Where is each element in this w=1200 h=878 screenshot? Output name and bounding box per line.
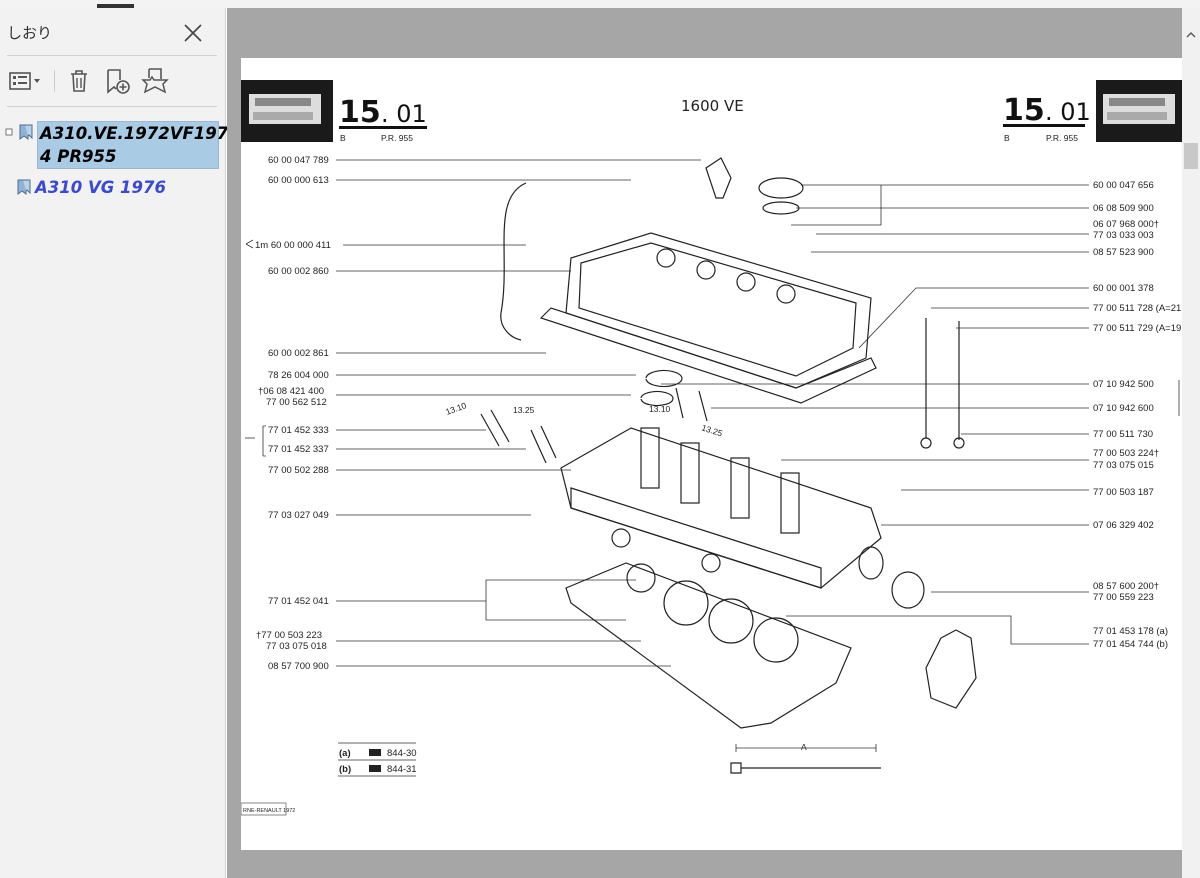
misc-parts-drawing bbox=[730, 571, 977, 774]
find-bookmark-icon[interactable] bbox=[140, 66, 170, 96]
bookmark-icon bbox=[19, 124, 33, 140]
svg-text:A: A bbox=[801, 742, 807, 752]
svg-text:77 00 559 223: 77 00 559 223 bbox=[1093, 592, 1154, 603]
section-number: 15 bbox=[1003, 93, 1045, 128]
document-title: 1600 VE bbox=[681, 97, 744, 115]
svg-text:13.10: 13.10 bbox=[444, 400, 468, 417]
svg-text:13.25: 13.25 bbox=[513, 405, 535, 415]
header-rule bbox=[339, 126, 427, 129]
svg-text:60 00 002 860: 60 00 002 860 bbox=[268, 266, 329, 277]
header-thumbnail-left bbox=[241, 80, 333, 142]
svg-text:77 01 454 744 (b): 77 01 454 744 (b) bbox=[1093, 639, 1168, 650]
bookmark-item-a310-vg[interactable]: A310 VG 1976 bbox=[16, 176, 166, 199]
list-options-icon[interactable] bbox=[6, 66, 44, 96]
parts-diagram: 15 . 01 B P.R. 955 1600 VE 15 . 01 B P.R… bbox=[240, 80, 1182, 816]
svg-text:77 01 452 337: 77 01 452 337 bbox=[268, 444, 329, 455]
left-leader-lines bbox=[245, 159, 701, 667]
svg-text:77 03 033 003: 77 03 033 003 bbox=[1093, 230, 1154, 241]
trash-icon[interactable] bbox=[64, 66, 94, 96]
svg-text:08 57 600 200†: 08 57 600 200† bbox=[1093, 581, 1159, 592]
active-tab-indicator bbox=[97, 4, 134, 8]
svg-text:08 57 700 900: 08 57 700 900 bbox=[268, 661, 329, 672]
close-icon[interactable] bbox=[180, 20, 206, 46]
divider bbox=[7, 106, 217, 107]
section-sub: . 01 bbox=[1045, 98, 1091, 126]
right-leader-lines bbox=[661, 184, 1180, 645]
svg-text:07 10 942 600: 07 10 942 600 bbox=[1093, 403, 1154, 414]
svg-text:844-30: 844-30 bbox=[387, 748, 417, 759]
ref-code: P.R. 955 bbox=[381, 133, 413, 143]
expander-icon[interactable] bbox=[4, 127, 16, 139]
bookmark-icon bbox=[17, 179, 31, 195]
valve-cover-drawing bbox=[500, 157, 877, 404]
head-gasket-drawing bbox=[565, 562, 852, 729]
svg-text:77 00 562 512: 77 00 562 512 bbox=[266, 397, 327, 408]
svg-text:07 06 329 402: 07 06 329 402 bbox=[1093, 520, 1154, 531]
left-part-numbers: 60 00 047 789 60 00 000 613 1m 60 00 000… bbox=[255, 155, 331, 672]
svg-text:77 00 511 728 (A=21: 77 00 511 728 (A=21 bbox=[1093, 303, 1181, 314]
section-sub: . 01 bbox=[381, 100, 427, 128]
svg-text:(a): (a) bbox=[339, 748, 351, 759]
section-number: 15 bbox=[339, 95, 381, 130]
svg-text:77 00 503 187: 77 00 503 187 bbox=[1093, 487, 1154, 498]
ref-code: P.R. 955 bbox=[1046, 133, 1078, 143]
svg-text:60 00 047 789: 60 00 047 789 bbox=[268, 155, 329, 166]
toolbar-divider bbox=[54, 70, 55, 92]
cylinder-head-drawing bbox=[480, 318, 965, 589]
svg-text:844-31: 844-31 bbox=[387, 764, 417, 775]
scroll-up-icon[interactable] bbox=[1186, 30, 1196, 40]
divider bbox=[7, 55, 217, 56]
header-rule bbox=[1003, 124, 1085, 127]
bookmarks-panel: しおり bbox=[0, 8, 228, 878]
svg-text:77 00 502 288: 77 00 502 288 bbox=[268, 465, 329, 476]
add-bookmark-icon[interactable] bbox=[102, 66, 132, 96]
header-thumbnail-right bbox=[1096, 80, 1182, 142]
svg-text:†77 00 503 223: †77 00 503 223 bbox=[256, 630, 322, 641]
document-viewport[interactable]: 15 . 01 B P.R. 955 1600 VE 15 . 01 B P.R… bbox=[227, 8, 1182, 878]
sheet-letter: B bbox=[1004, 133, 1010, 143]
svg-text:60 00 000 613: 60 00 000 613 bbox=[268, 175, 329, 186]
right-part-numbers: 60 00 047 656 06 08 509 900 06 07 968 00… bbox=[1093, 180, 1181, 650]
svg-text:77 03 027 049: 77 03 027 049 bbox=[268, 510, 329, 521]
svg-text:13.10: 13.10 bbox=[649, 404, 671, 414]
svg-text:07 10 942 500: 07 10 942 500 bbox=[1093, 379, 1154, 390]
dimension-labels: 13.10 13.25 13.10 13.25 A bbox=[444, 400, 807, 752]
svg-text:RNE-RENAULT 1972: RNE-RENAULT 1972 bbox=[243, 808, 295, 814]
svg-text:06 07 968 000†: 06 07 968 000† bbox=[1093, 219, 1159, 230]
svg-text:77 00 511 730: 77 00 511 730 bbox=[1093, 429, 1153, 440]
svg-text:(b): (b) bbox=[339, 764, 351, 775]
footer-stamp: RNE-RENAULT 1972 bbox=[240, 802, 295, 816]
svg-text:†06 08 421 400: †06 08 421 400 bbox=[258, 386, 324, 397]
sheet-letter: B bbox=[340, 133, 346, 143]
bookmark-label: A310 VG 1976 bbox=[35, 178, 166, 197]
svg-text:1m 60 00 000 411: 1m 60 00 000 411 bbox=[255, 240, 331, 251]
svg-text:77 03 075 015: 77 03 075 015 bbox=[1093, 460, 1154, 471]
panel-title: しおり bbox=[7, 24, 53, 42]
svg-text:60 00 002 861: 60 00 002 861 bbox=[268, 348, 329, 359]
svg-text:60 00 047 656: 60 00 047 656 bbox=[1093, 180, 1154, 191]
bookmark-label: A310.VE.1972VF197 4 PR955 bbox=[37, 121, 228, 169]
bookmark-item-a310-ve[interactable]: A310.VE.1972VF197 4 PR955 bbox=[4, 121, 228, 169]
svg-text:77 01 452 333: 77 01 452 333 bbox=[268, 425, 329, 436]
svg-text:77 00 511 729 (A=19: 77 00 511 729 (A=19 bbox=[1093, 323, 1181, 334]
svg-text:13.25: 13.25 bbox=[700, 422, 724, 438]
vertical-scrollbar[interactable] bbox=[1182, 8, 1200, 878]
svg-text:77 01 452 041: 77 01 452 041 bbox=[268, 596, 329, 607]
svg-text:60 00 001 378: 60 00 001 378 bbox=[1093, 283, 1154, 294]
svg-text:06 08 509 900: 06 08 509 900 bbox=[1093, 203, 1154, 214]
document-page: 15 . 01 B P.R. 955 1600 VE 15 . 01 B P.R… bbox=[240, 58, 1182, 850]
window-top-strip bbox=[0, 0, 1200, 8]
svg-text:77 01 453 178 (a): 77 01 453 178 (a) bbox=[1093, 626, 1168, 637]
legend-table: (a) 844-30 (b) 844-31 bbox=[338, 742, 417, 777]
svg-text:78 26 004 000: 78 26 004 000 bbox=[268, 370, 329, 381]
scroll-thumb[interactable] bbox=[1184, 143, 1198, 169]
svg-text:77 00 503 224†: 77 00 503 224† bbox=[1093, 448, 1159, 459]
svg-text:77 03 075 018: 77 03 075 018 bbox=[266, 641, 327, 652]
svg-text:08 57 523 900: 08 57 523 900 bbox=[1093, 247, 1154, 258]
